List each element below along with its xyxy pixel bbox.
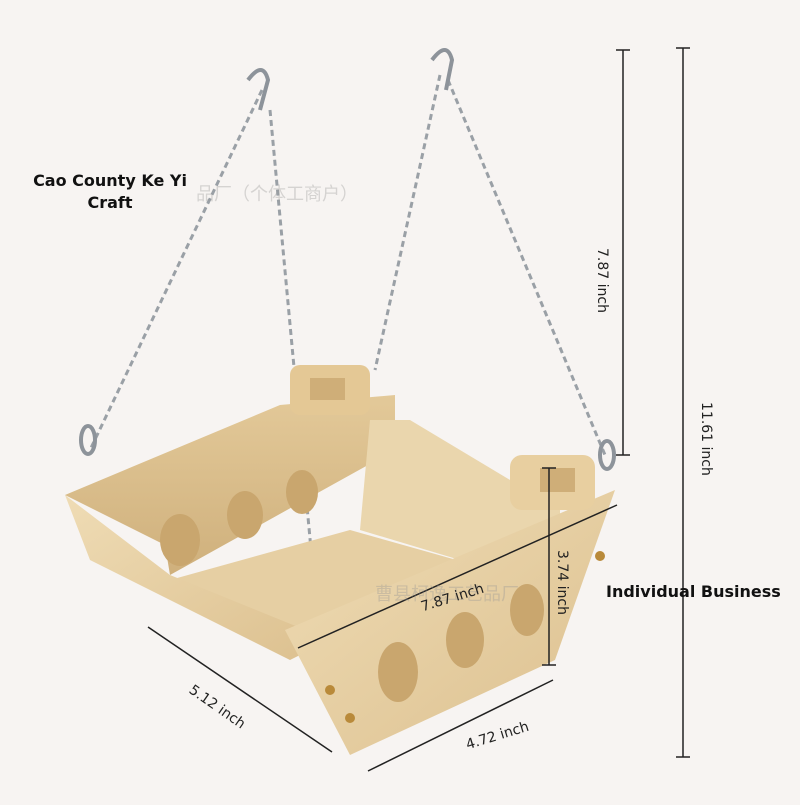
box-height-label: 3.74 inch — [554, 550, 570, 615]
watermark-bottom: 曹县柯逸工艺品厂 — [375, 584, 519, 605]
back-handle-hole — [310, 378, 345, 400]
screws — [325, 551, 605, 723]
basket-left-wall — [65, 495, 330, 660]
watermark-top: 品厂（个体工商户） — [196, 184, 358, 205]
screw-1 — [325, 685, 335, 695]
dim-line-top-width — [297, 504, 618, 649]
screw-3 — [595, 551, 605, 561]
hole-front-1 — [378, 642, 418, 702]
hole-back-3 — [286, 470, 318, 514]
hook-top-left — [246, 68, 271, 111]
hole-front-3 — [510, 584, 544, 636]
hooks — [79, 48, 616, 585]
brand-name-label: Cao County Ke Yi Craft — [33, 171, 187, 212]
basket-front-wall — [285, 490, 615, 755]
chain-right-back — [373, 74, 442, 371]
dim-line-bottom-width — [367, 679, 554, 772]
front-handle-hole — [540, 468, 575, 492]
chains — [88, 74, 607, 561]
hook-top-right — [430, 48, 455, 91]
hook-left — [79, 424, 97, 456]
hole-back-1 — [160, 514, 200, 566]
dimension-lines — [147, 47, 690, 772]
chain-right-front — [446, 79, 607, 456]
chain-left-back — [88, 89, 264, 451]
hole-back-2 — [227, 491, 263, 539]
total-height-label: 11.61 inch — [698, 402, 714, 476]
chain-height-label: 7.87 inch — [594, 248, 610, 313]
business-type-label: Individual Business — [606, 582, 781, 601]
basket-back-wall — [65, 395, 395, 575]
chain-center — [268, 109, 314, 561]
dim-line-depth — [147, 626, 333, 753]
screw-2 — [345, 713, 355, 723]
hole-front-2 — [446, 612, 484, 668]
holes — [160, 470, 544, 702]
hook-right — [598, 439, 616, 471]
basket-floor — [170, 530, 510, 640]
